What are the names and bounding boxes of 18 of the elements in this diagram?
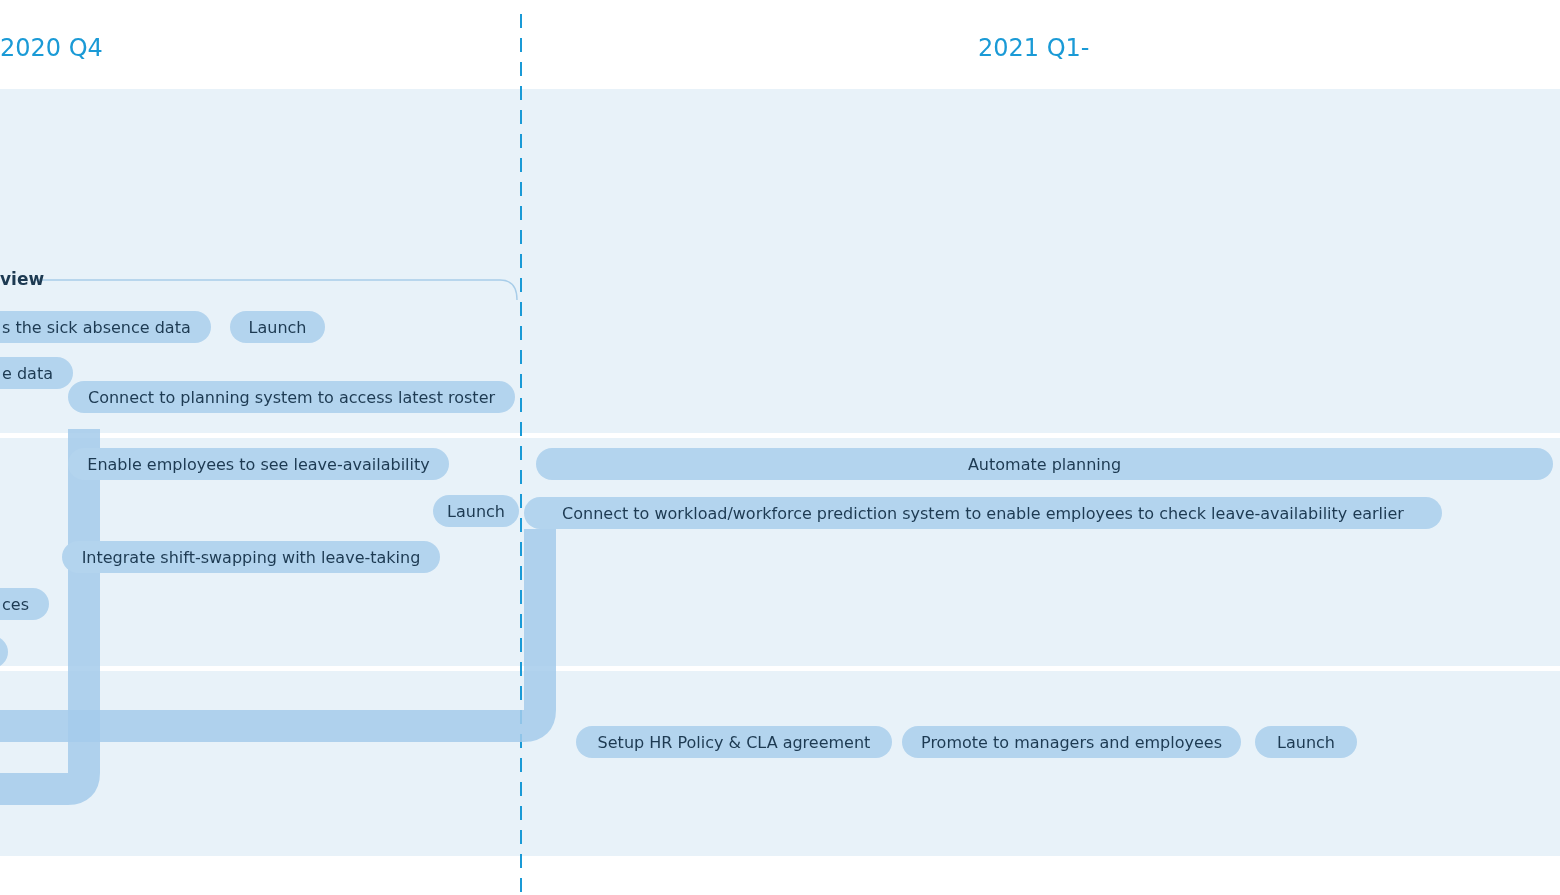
task-pill: Launch <box>1255 726 1357 758</box>
task-pill: Enable employees to see leave-availability <box>68 448 449 480</box>
period-heading: 2020 Q4 <box>0 34 103 62</box>
task-pill: Launch <box>433 495 519 527</box>
task-pill: Promote to managers and employees <box>902 726 1241 758</box>
connector-band <box>0 429 100 805</box>
task-pill: Automate planning <box>536 448 1553 480</box>
task-pill: Integrate shift-swapping with leave-taking <box>62 541 440 573</box>
period-heading: 2021 Q1- <box>978 34 1090 62</box>
task-pill: e data <box>0 357 73 389</box>
task-pill: Connect to planning system to access latest roster <box>68 381 515 413</box>
task-pill: s the sick absence data <box>0 311 211 343</box>
task-pill: Launch <box>230 311 325 343</box>
task-pill: ces <box>0 588 49 620</box>
connector-band <box>0 529 556 742</box>
task-pill: Setup HR Policy & CLA agreement <box>576 726 892 758</box>
task-pill: Connect to workload/workforce prediction system to enable employees to check leave-availability earlier <box>524 497 1442 529</box>
group-title: view <box>0 269 45 289</box>
